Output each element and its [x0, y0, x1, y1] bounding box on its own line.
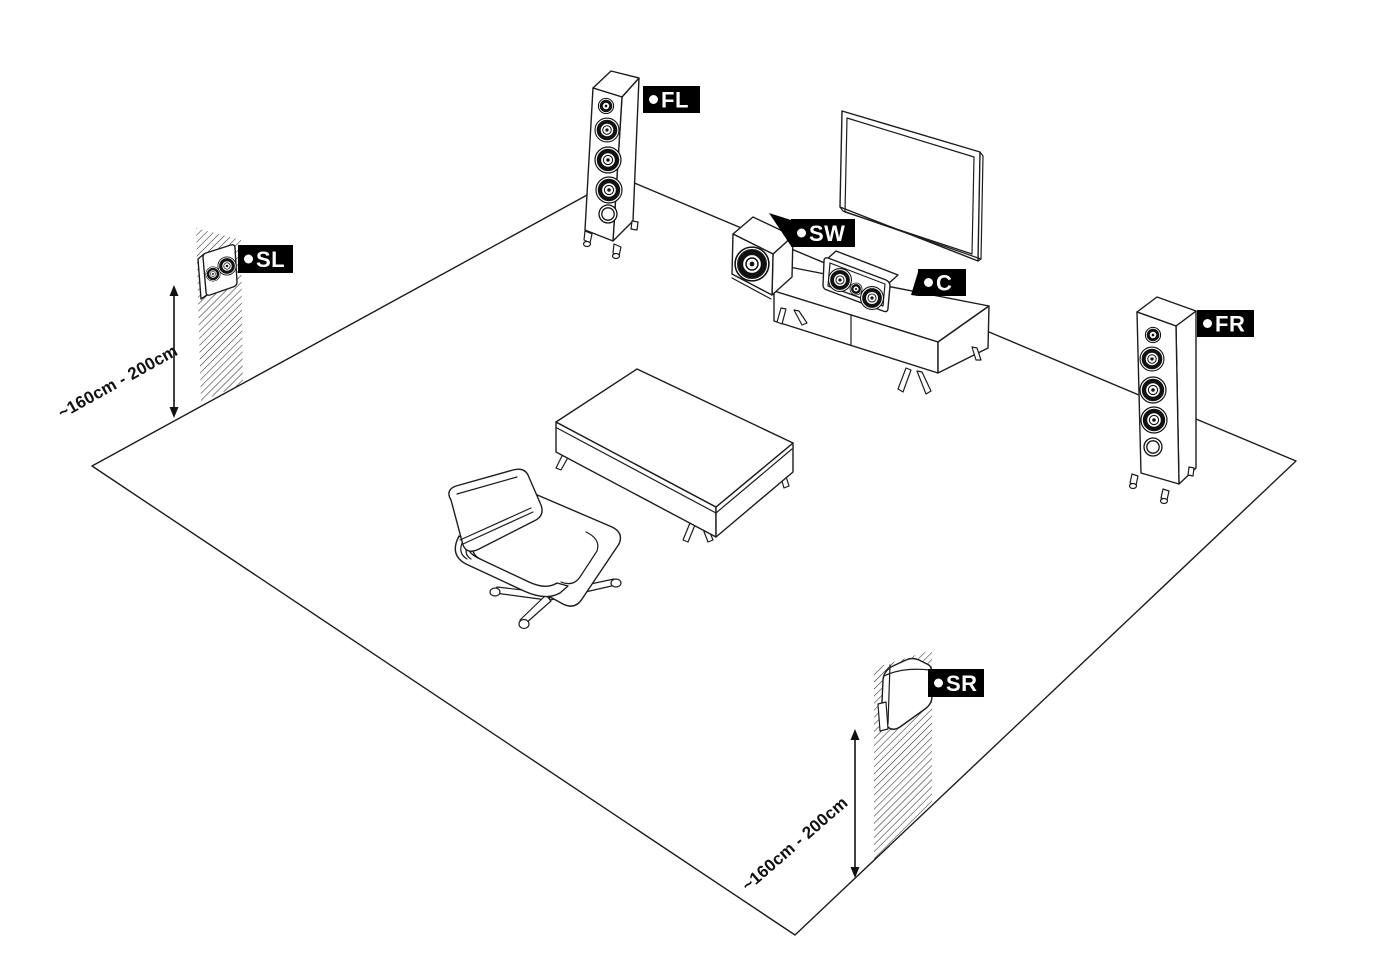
surround-right-speaker — [877, 657, 933, 732]
label-sw-text: SW — [809, 221, 845, 246]
height-label-left: ~160cm - 200cm — [55, 341, 181, 422]
center-speaker — [822, 250, 899, 313]
label-sw: SW — [769, 213, 855, 247]
surround-left-speaker — [197, 244, 238, 300]
front-left-speaker — [582, 70, 640, 260]
bullet-icon — [244, 254, 253, 264]
label-c-text: C — [936, 271, 952, 296]
label-fr-text: FR — [1215, 312, 1245, 337]
label-fl: FL — [643, 86, 700, 113]
front-right-speaker — [1128, 296, 1197, 505]
bullet-icon — [797, 228, 806, 238]
bullet-icon — [1203, 319, 1212, 328]
height-arrow-right — [850, 729, 860, 878]
label-fr: FR — [1197, 310, 1254, 337]
tv-stand-legs — [776, 307, 982, 395]
lounge-chair — [448, 468, 622, 630]
label-c: C — [911, 269, 966, 296]
bullet-icon — [649, 95, 658, 104]
chair-cushion-seam — [560, 531, 599, 585]
label-sr: SR — [928, 669, 984, 697]
label-sl-text: SL — [256, 247, 285, 272]
label-fl-text: FL — [661, 88, 689, 113]
coffee-table — [555, 368, 794, 543]
height-arrow-left — [169, 285, 179, 418]
bullet-icon — [934, 678, 943, 688]
front-left-speaker-feet — [582, 220, 639, 260]
room-floor — [91, 176, 1297, 936]
subwoofer-speaker — [731, 216, 794, 300]
label-sl: SL — [238, 245, 293, 273]
front-right-speaker-feet — [1128, 466, 1195, 505]
bullet-icon — [924, 278, 933, 287]
label-sr-text: SR — [946, 671, 978, 696]
tv — [839, 110, 984, 262]
